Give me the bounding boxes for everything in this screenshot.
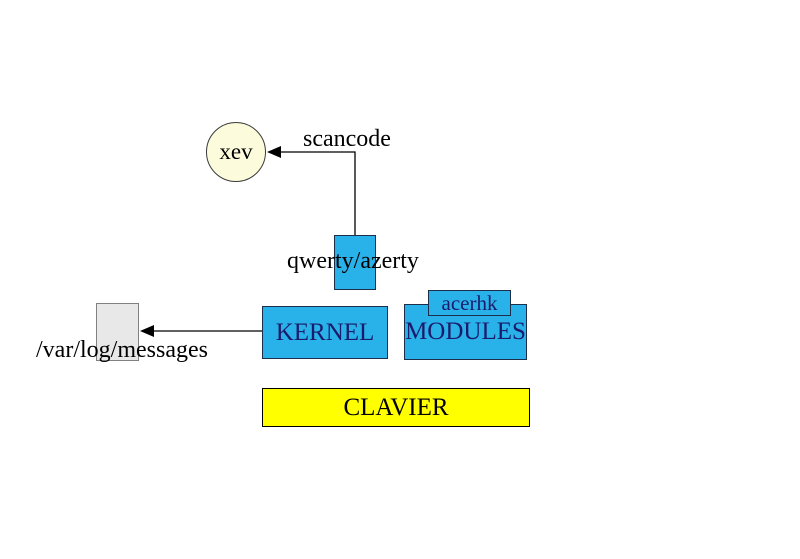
kernel-to-log-arrow — [140, 325, 262, 337]
scancode-arrow — [267, 146, 356, 235]
acerhk-node: acerhk — [428, 290, 511, 316]
qwerty-azerty-node — [334, 235, 376, 290]
acerhk-node-label: acerhk — [441, 290, 498, 315]
qwerty-azerty-label: qwerty/azerty — [287, 248, 419, 274]
kernel-node: KERNEL — [262, 306, 388, 359]
scancode-label: scancode — [303, 126, 391, 152]
kernel-node-label: KERNEL — [275, 318, 375, 346]
modules-node-label: MODULES — [405, 318, 526, 345]
log-file-node — [96, 303, 139, 361]
clavier-node: CLAVIER — [262, 388, 530, 427]
xev-node: xev — [206, 122, 266, 182]
xev-node-label: xev — [219, 139, 253, 164]
var-log-messages-label: /var/log/messages — [36, 337, 208, 363]
clavier-node-label: CLAVIER — [343, 393, 449, 421]
